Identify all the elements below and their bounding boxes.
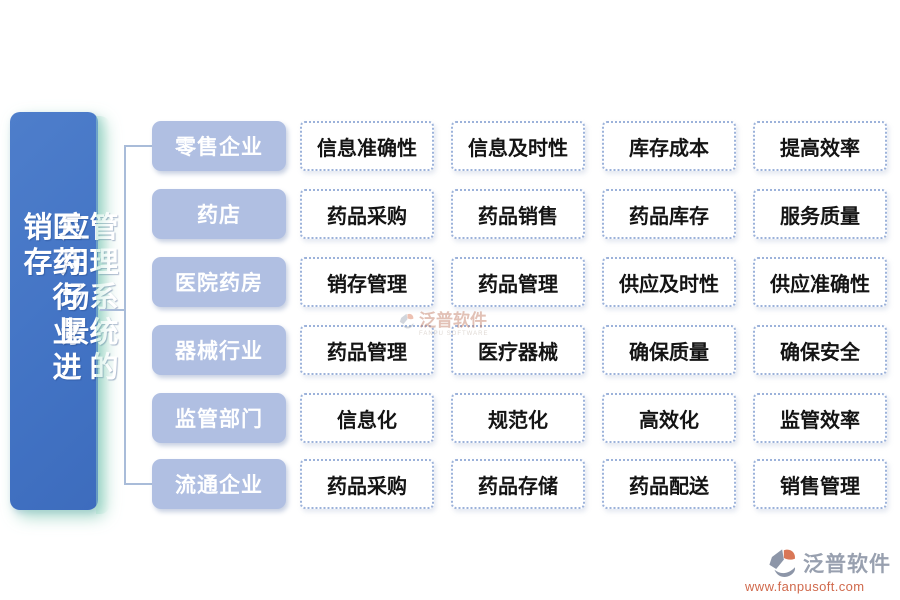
connector-banner-line [100,309,124,311]
scenario-box: 供应及时性 [602,257,736,307]
banner-title-line-2: 管理系统的应用场景 [56,211,117,387]
row-label-regulator: 监管部门 [152,393,286,443]
scenario-box: 药品管理 [300,325,434,375]
row-distribution: 流通企业 药品采购 药品存储 药品配送 销售管理 [0,459,900,509]
connector-bottom-stub [124,483,152,485]
scenario-box: 信息准确性 [300,121,434,171]
connector-vertical-line [124,145,126,485]
scenario-box: 销售管理 [753,459,887,509]
row-label-distribution: 流通企业 [152,459,286,509]
row-label-pharmacy: 药店 [152,189,286,239]
scenario-box: 药品采购 [300,189,434,239]
scenario-box: 医疗器械 [451,325,585,375]
row-label-hospital-pharmacy: 医院药房 [152,257,286,307]
banner-title-line-1: 医药行业进销存 [19,211,80,387]
banner: 管理系统的应用场景 医药行业进销存 [10,112,117,514]
scenario-box: 提高效率 [753,121,887,171]
scenario-box: 药品配送 [602,459,736,509]
scenario-box: 信息及时性 [451,121,585,171]
scenario-box: 信息化 [300,393,434,443]
row-retail: 零售企业 信息准确性 信息及时性 库存成本 提高效率 [0,121,900,171]
row-label-device-industry: 器械行业 [152,325,286,375]
scenario-box: 确保安全 [753,325,887,375]
scenario-box: 销存管理 [300,257,434,307]
scenario-box: 药品库存 [602,189,736,239]
fanpu-logo-icon [769,549,796,577]
row-regulator: 监管部门 信息化 规范化 高效化 监管效率 [0,393,900,443]
scenario-box: 规范化 [451,393,585,443]
scenario-box: 高效化 [602,393,736,443]
scenario-box: 药品存储 [451,459,585,509]
row-device-industry: 器械行业 药品管理 医疗器械 确保质量 确保安全 [0,325,900,375]
scenario-box: 确保质量 [602,325,736,375]
logo-url: www.fanpusoft.com [745,579,865,594]
scenario-box: 药品采购 [300,459,434,509]
scenario-box: 药品管理 [451,257,585,307]
scenario-box: 药品销售 [451,189,585,239]
scenario-box: 供应准确性 [753,257,887,307]
scenario-box: 服务质量 [753,189,887,239]
fanpu-logo: 泛普软件 www.fanpusoft.com [745,546,893,594]
connector-top-stub [124,145,152,147]
scenario-box: 监管效率 [753,393,887,443]
logo-name: 泛普软件 [803,553,891,576]
row-label-retail: 零售企业 [152,121,286,171]
row-hospital-pharmacy: 医院药房 销存管理 药品管理 供应及时性 供应准确性 [0,257,900,307]
scenario-box: 库存成本 [602,121,736,171]
row-pharmacy: 药店 药品采购 药品销售 药品库存 服务质量 [0,189,900,239]
